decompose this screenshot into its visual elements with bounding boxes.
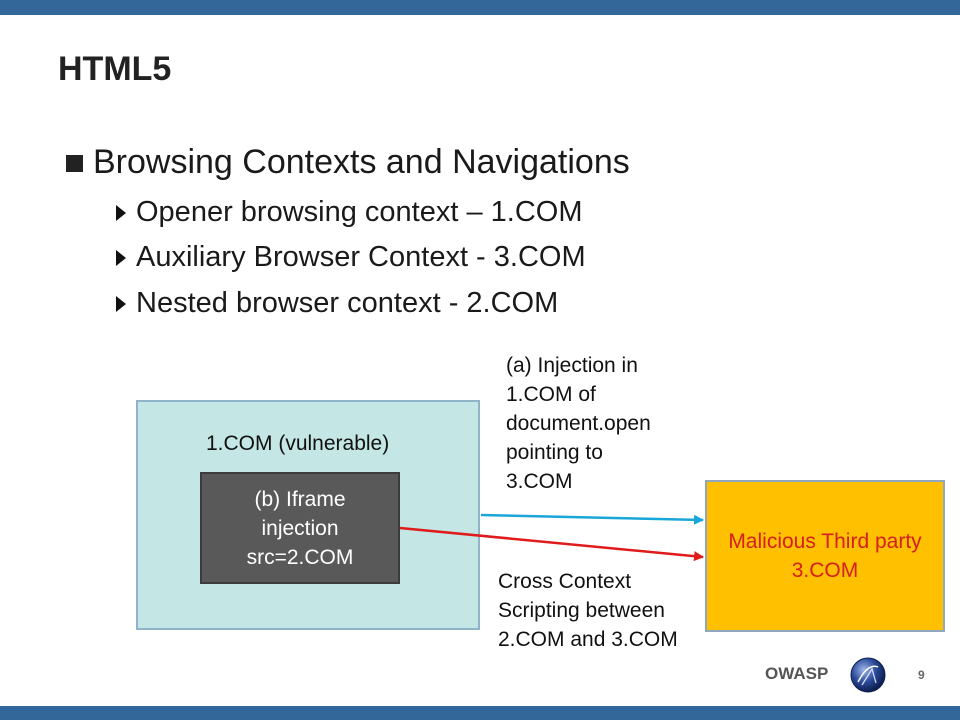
cross-scripting-arrow	[399, 526, 704, 562]
note-line: 1.COM of	[506, 383, 596, 406]
sub-bullet-text: Auxiliary Browser Context - 3.COM	[136, 241, 586, 273]
note-line: document.open	[506, 412, 651, 435]
vulnerable-site-label: 1.COM (vulnerable)	[206, 432, 390, 455]
note-line: (a) Injection in	[506, 354, 638, 377]
page-number: 9	[918, 668, 925, 682]
triangle-bullet-icon	[116, 249, 126, 266]
iframe-line: (b) Iframe	[254, 487, 346, 511]
injection-arrow	[480, 513, 704, 525]
note-line: 3.COM	[506, 470, 573, 493]
slide-title: HTML5	[58, 50, 172, 88]
owasp-brand: OWASP	[765, 664, 829, 683]
triangle-bullet-icon	[116, 295, 126, 312]
malicious-third-party-box: Malicious Third party 3.COM	[705, 480, 945, 632]
iframe-injection-box: (b) Iframe injection src=2.COM	[200, 472, 400, 584]
bottom-bar	[0, 706, 960, 720]
iframe-line: src=2.COM	[246, 545, 354, 569]
malicious-line: Malicious Third party	[728, 530, 922, 553]
owasp-globe-logo-icon	[850, 657, 886, 693]
malicious-line: 3.COM	[791, 559, 859, 582]
sub-bullet-opener: Opener browsing context – 1.COM	[116, 196, 582, 229]
sub-bullet-nested: Nested browser context - 2.COM	[116, 287, 558, 320]
square-bullet-icon	[66, 155, 83, 172]
injection-note: (a) Injection in 1.COM of document.open …	[506, 351, 651, 496]
main-bullet: Browsing Contexts and Navigations	[66, 143, 630, 182]
cross-context-note: Cross Context Scripting between 2.COM an…	[498, 567, 678, 654]
note-line: 2.COM and 3.COM	[498, 628, 678, 651]
note-line: Scripting between	[498, 599, 665, 622]
sub-bullet-text: Nested browser context - 2.COM	[136, 287, 559, 319]
top-bar	[0, 0, 960, 15]
note-line: pointing to	[506, 441, 603, 464]
sub-bullet-auxiliary: Auxiliary Browser Context - 3.COM	[116, 241, 586, 274]
note-line: Cross Context	[498, 570, 632, 593]
main-bullet-text: Browsing Contexts and Navigations	[93, 143, 630, 181]
iframe-line: injection	[261, 516, 339, 540]
triangle-bullet-icon	[116, 204, 126, 221]
sub-bullet-text: Opener browsing context – 1.COM	[136, 196, 583, 228]
